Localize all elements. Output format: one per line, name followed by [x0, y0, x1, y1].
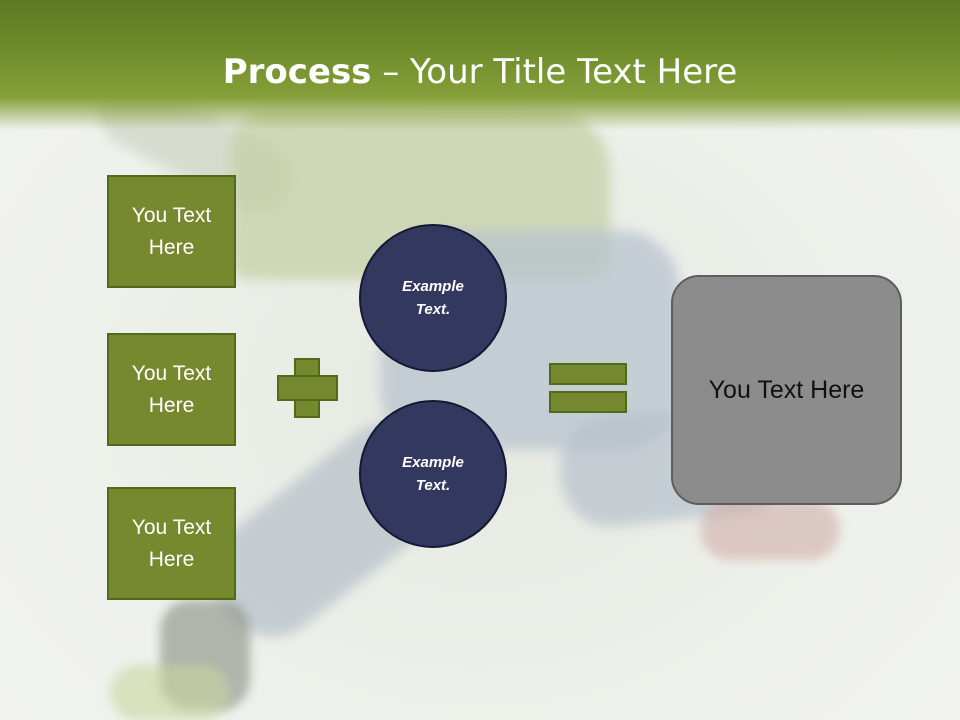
example-circle-2-label: Example Text.: [402, 454, 464, 494]
equals-icon-top-bar: [549, 363, 627, 385]
result-box-label: You Text Here: [708, 375, 865, 404]
input-box-2-label: You Text Here: [131, 361, 212, 417]
title-band: [0, 0, 960, 130]
example-circle-2: Example Text.: [359, 400, 507, 548]
title-bold: Process: [222, 52, 372, 92]
input-box-3-label: You Text Here: [131, 515, 212, 571]
input-box-3: You Text Here: [107, 487, 236, 600]
example-circle-1-label: Example Text.: [402, 278, 464, 318]
input-box-1: You Text Here: [107, 175, 236, 288]
plus-icon-center: [296, 377, 318, 399]
title-rest: – Your Title Text Here: [371, 52, 738, 92]
background-dancer-shoe-left: [110, 665, 230, 720]
result-box: You Text Here: [671, 275, 902, 505]
input-box-1-label: You Text Here: [131, 203, 212, 259]
example-circle-1: Example Text.: [359, 224, 507, 372]
equals-icon-bottom-bar: [549, 391, 627, 413]
background-dancer-shoe-right: [700, 500, 840, 560]
slide-title: Process – Your Title Text Here: [0, 52, 960, 92]
input-box-2: You Text Here: [107, 333, 236, 446]
